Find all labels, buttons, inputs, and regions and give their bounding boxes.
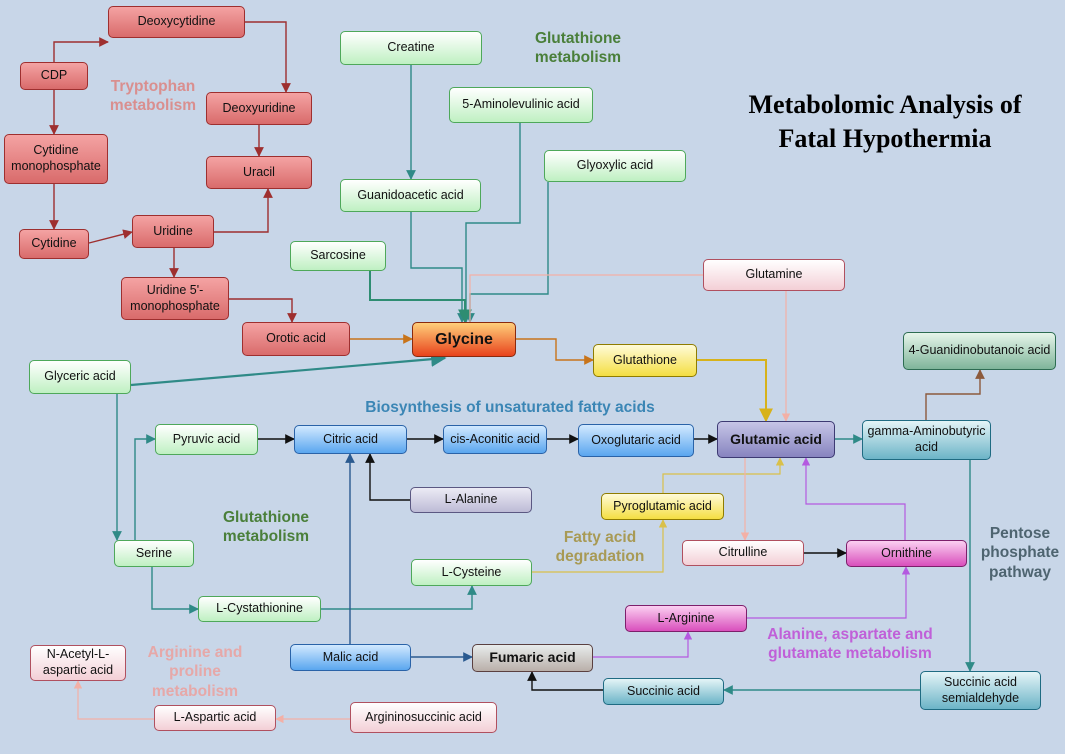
connector-30 — [321, 585, 477, 610]
node-glyoxylic-acid: Glyoxylic acid — [544, 150, 686, 182]
connector-39 — [593, 631, 693, 658]
node-uridine: Uridine — [132, 215, 214, 248]
connector-28 — [134, 434, 156, 540]
connector-19 — [697, 359, 773, 423]
connector-18 — [516, 338, 594, 365]
connector-12 — [410, 212, 467, 323]
connector-26 — [925, 369, 985, 420]
connector-43 — [527, 671, 603, 691]
node-guanidoacetic-acid: Guanidoacetic acid — [340, 179, 481, 212]
node-l-cystathionine: L-Cystathionine — [198, 596, 321, 622]
label-pentose-phosphate-pathway: Pentose phosphate pathway — [980, 525, 1060, 581]
node-deoxyuridine: Deoxyuridine — [206, 92, 312, 125]
node-malic-acid: Malic acid — [290, 644, 411, 671]
label-fatty-acid-degradation: Fatty acid degradation — [555, 529, 645, 566]
label-glutathione-metabolism-top: Glutathione metabolism — [534, 30, 622, 67]
node-pyroglutamic-acid: Pyroglutamic acid — [601, 493, 724, 520]
node-glutathione: Glutathione — [593, 344, 697, 377]
label-tryptophan-metabolism: Tryptophan metabolism — [109, 78, 197, 115]
diagram-title: Metabolomic Analysis of Fatal Hypothermi… — [700, 88, 1065, 156]
connector-45 — [73, 680, 154, 720]
connector-1 — [53, 37, 109, 62]
connector-38 — [746, 566, 911, 619]
connector-33 — [532, 519, 668, 573]
node-glycine: Glycine — [412, 322, 516, 357]
node-l-alanine: L-Alanine — [410, 487, 532, 513]
node-glyceric-acid: Glyceric acid — [29, 360, 131, 394]
node-oxoglutaric-acid: Oxoglutaric acid — [578, 424, 694, 457]
node-glutamine: Glutamine — [703, 259, 845, 291]
node-citric-acid: Citric acid — [294, 425, 407, 454]
node-cytidine: Cytidine — [19, 229, 89, 259]
connector-37 — [801, 457, 906, 540]
connector-17 — [130, 351, 447, 387]
node-deoxycytidine: Deoxycytidine — [108, 6, 245, 38]
connector-16 — [469, 274, 703, 322]
node-argininosuccinic-acid: Argininosuccinic acid — [350, 702, 497, 733]
node-succinic-acid-semialdehyde: Succinic acid semialdehyde — [920, 671, 1041, 710]
node-succinic-acid: Succinic acid — [603, 678, 724, 705]
node-4-guanidinobutanoic-acid: 4-Guanidinobutanoic acid — [903, 332, 1056, 370]
node-fumaric-acid: Fumaric acid — [472, 644, 593, 672]
node-cytidine-monophosphate: Cytidine monophosphate — [4, 134, 108, 184]
node-cis-aconitic-acid: cis-Aconitic acid — [443, 425, 547, 454]
connector-9 — [229, 298, 297, 323]
label-alanine-aspartate-glutamate: Alanine, aspartate and glutamate metabol… — [767, 626, 933, 663]
node-cdp: CDP — [20, 62, 88, 90]
connector-34 — [662, 457, 785, 493]
node-creatine: Creatine — [340, 31, 482, 65]
node-orotic-acid: Orotic acid — [242, 322, 350, 356]
title-line-1: Metabolomic Analysis of — [748, 90, 1022, 119]
node-serine: Serine — [114, 540, 194, 567]
connector-15 — [369, 271, 472, 324]
node-uracil: Uracil — [206, 156, 312, 189]
node-glutamic-acid: Glutamic acid — [717, 421, 835, 458]
connector-2 — [245, 21, 291, 93]
node-uridine-5-monophosphate: Uridine 5'-monophosphate — [121, 277, 229, 320]
node-5-aminolevulinic-acid: 5-Aminolevulinic acid — [449, 87, 593, 123]
label-biosynthesis-unsaturated-fatty-acids: Biosynthesis of unsaturated fatty acids — [365, 399, 655, 416]
node-ornithine: Ornithine — [846, 540, 967, 567]
connector-29 — [151, 567, 199, 614]
node-l-cysteine: L-Cysteine — [411, 559, 532, 586]
node-pyruvic-acid: Pyruvic acid — [155, 424, 258, 455]
connector-14 — [465, 182, 549, 323]
node-l-aspartic-acid: L-Aspartic acid — [154, 705, 276, 731]
connector-31 — [365, 453, 410, 501]
connector-13 — [461, 123, 521, 323]
node-n-acetyl-l-aspartic-acid: N-Acetyl-L-aspartic acid — [30, 645, 126, 681]
connector-6 — [88, 229, 133, 244]
node-sarcosine: Sarcosine — [290, 241, 386, 271]
label-glutathione-metabolism-mid: Glutathione metabolism — [222, 509, 310, 546]
node-gamma-aminobutyric-acid: gamma-Aminobutyric acid — [862, 420, 991, 460]
label-arginine-proline-metabolism: Arginine and proline metabolism — [147, 644, 243, 700]
connector-7 — [214, 188, 273, 233]
title-line-2: Fatal Hypothermia — [778, 123, 992, 153]
node-citrulline: Citrulline — [682, 540, 804, 566]
node-l-arginine: L-Arginine — [625, 605, 747, 632]
